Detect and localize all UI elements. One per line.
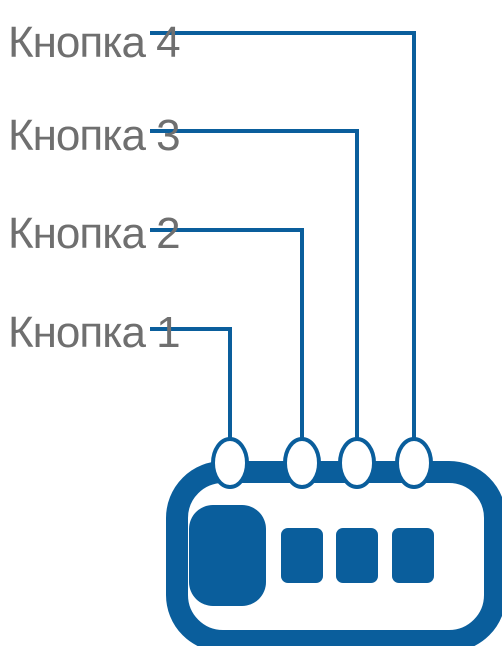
large-front-button xyxy=(189,505,266,606)
top-button-4 xyxy=(395,437,433,489)
label-button-2: Кнопка 2 xyxy=(8,209,181,258)
leader-line-button-2 xyxy=(150,228,304,443)
top-button-1 xyxy=(211,437,249,489)
leader-line-button-3 xyxy=(150,129,359,443)
label-button-1: Кнопка 1 xyxy=(8,308,181,357)
leader-line-button-4 xyxy=(150,31,416,443)
leader-line-button-1 xyxy=(150,327,232,443)
top-button-3 xyxy=(338,437,376,489)
top-button-2 xyxy=(283,437,321,489)
device-body xyxy=(166,461,502,646)
front-button-small-2 xyxy=(336,528,378,583)
front-button-small-1 xyxy=(281,528,323,583)
label-button-4: Кнопка 4 xyxy=(8,18,181,67)
label-button-3: Кнопка 3 xyxy=(8,111,181,160)
front-button-small-3 xyxy=(392,528,434,583)
